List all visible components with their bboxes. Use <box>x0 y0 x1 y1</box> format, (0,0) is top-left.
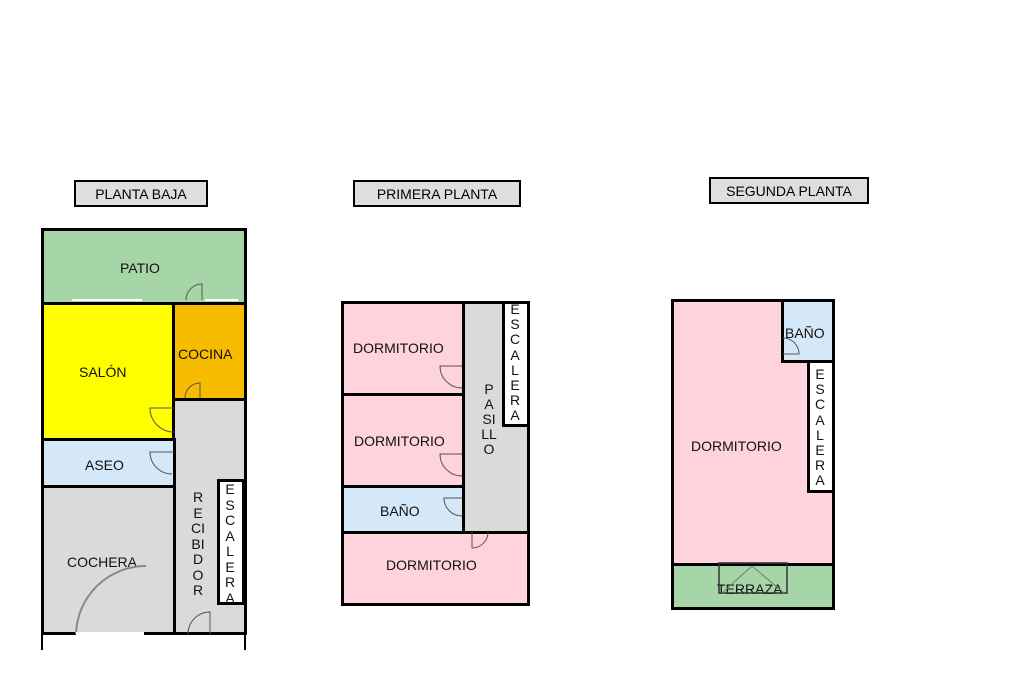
aseo-door-swing <box>149 451 174 475</box>
dormitorio-3-door-swing <box>471 531 489 549</box>
recibidor-door-swing <box>187 611 211 635</box>
terraza-door-swing <box>721 565 785 594</box>
cocina-label: COCINA <box>178 346 233 362</box>
aseo-label: ASEO <box>85 457 124 473</box>
patio-label: PATIO <box>120 260 160 276</box>
dormitorio-2-label: DORMITORIO <box>354 433 445 449</box>
escalera-sp-label: ESCALERA <box>814 366 826 489</box>
recibidor-label: RECIBIDOR <box>191 489 205 598</box>
salon-door-swing <box>149 407 175 433</box>
planta-baja-title: PLANTA BAJA <box>74 180 208 207</box>
bano-pp-door-swing <box>443 497 463 517</box>
patio-door-swing <box>185 283 203 301</box>
pasillo-label: PASILLO <box>481 381 497 457</box>
cochera-label: COCHERA <box>67 554 138 570</box>
bano-pp-label: BAÑO <box>380 503 420 519</box>
cocina-door-swing <box>184 382 201 399</box>
cochera-gate-swing <box>75 565 147 635</box>
dormitorio-sp-label: DORMITORIO <box>691 438 782 454</box>
bano-sp-label: BAÑO <box>785 325 825 341</box>
dormitorio-3-label: DORMITORIO <box>386 557 477 573</box>
cochera-room <box>41 485 176 635</box>
escalera-sp-room <box>807 360 835 493</box>
dormitorio-3-room <box>341 531 530 606</box>
dormitorio-1-door-swing <box>439 365 463 389</box>
salon-label: SALÓN <box>79 364 127 380</box>
terraza-room <box>671 563 835 610</box>
segunda-planta-title: SEGUNDA PLANTA <box>709 177 869 204</box>
dormitorio-2-door-swing <box>439 453 463 477</box>
bano-sp-door-swing <box>782 337 800 355</box>
escalera-pp-room <box>502 301 530 427</box>
escalera-pp-label: ESCALERA <box>509 301 521 424</box>
escalera-pb-label: ESCALERA <box>224 481 236 606</box>
primera-planta-title: PRIMERA PLANTA <box>353 180 521 207</box>
terraza-window <box>718 562 788 594</box>
escalera-pb-room <box>217 479 245 605</box>
dormitorio-1-label: DORMITORIO <box>353 340 444 356</box>
